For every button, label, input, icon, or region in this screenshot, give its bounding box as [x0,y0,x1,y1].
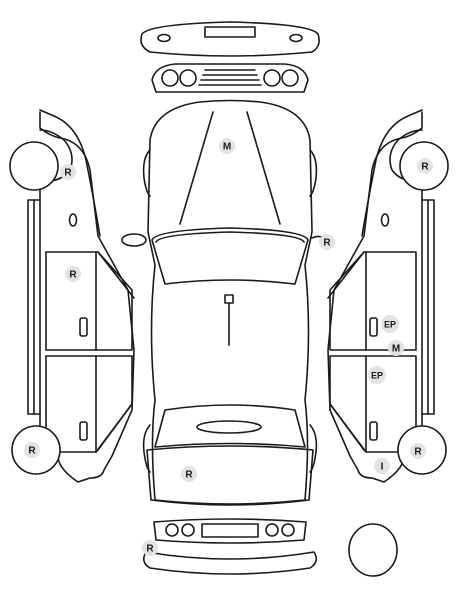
marker-right-front-door[interactable]: EP [381,315,399,333]
marker-label: M [392,344,400,355]
marker-badge [410,443,426,459]
left-front-wheel[interactable] [9,141,59,191]
marker-badge [219,138,235,154]
right-side-profile[interactable] [327,109,435,483]
marker-label: M [223,142,231,153]
marker-rear-left-wheel[interactable]: R [24,442,40,458]
marker-label: R [64,168,72,179]
marker-badge [374,458,390,474]
marker-front-left-wheel[interactable]: R [60,164,76,180]
marker-badge [417,158,433,174]
marker-label: EP [384,320,396,330]
marker-label: R [323,238,331,249]
marker-badge [368,366,386,384]
car-body-top[interactable] [121,99,327,506]
marker-left-front-door[interactable]: R [65,266,81,282]
marker-badge [388,340,404,356]
marker-badge [60,164,76,180]
marker-label: R [28,446,36,457]
marker-badge [65,266,81,282]
marker-label: R [414,447,422,458]
marker-trunk[interactable]: R [181,466,197,482]
marker-front-right-wheel[interactable]: R [417,158,433,174]
marker-right-mirror[interactable]: R [319,234,335,250]
front-bumper[interactable] [140,21,320,57]
marker-label: I [381,462,384,473]
marker-label: R [185,470,193,481]
front-grille[interactable] [151,63,309,93]
marker-badge [381,315,399,333]
marker-label: R [69,270,77,281]
marker-right-rear-door[interactable]: EP [368,366,386,384]
marker-label: R [421,162,429,173]
marker-hood[interactable]: M [219,138,235,154]
marker-badge [24,442,40,458]
marker-badge [319,234,335,250]
marker-right-rear-fender[interactable]: I [374,458,390,474]
spare-wheel[interactable] [348,523,398,577]
marker-rear-right-wheel[interactable]: R [410,443,426,459]
marker-badge [142,540,158,556]
marker-rear-bumper[interactable]: R [142,540,158,556]
marker-right-pillar[interactable]: M [388,340,404,356]
marker-label: R [146,544,154,555]
marker-label: EP [371,371,383,381]
rear-bumper-lights[interactable] [142,518,318,575]
marker-badge [181,466,197,482]
